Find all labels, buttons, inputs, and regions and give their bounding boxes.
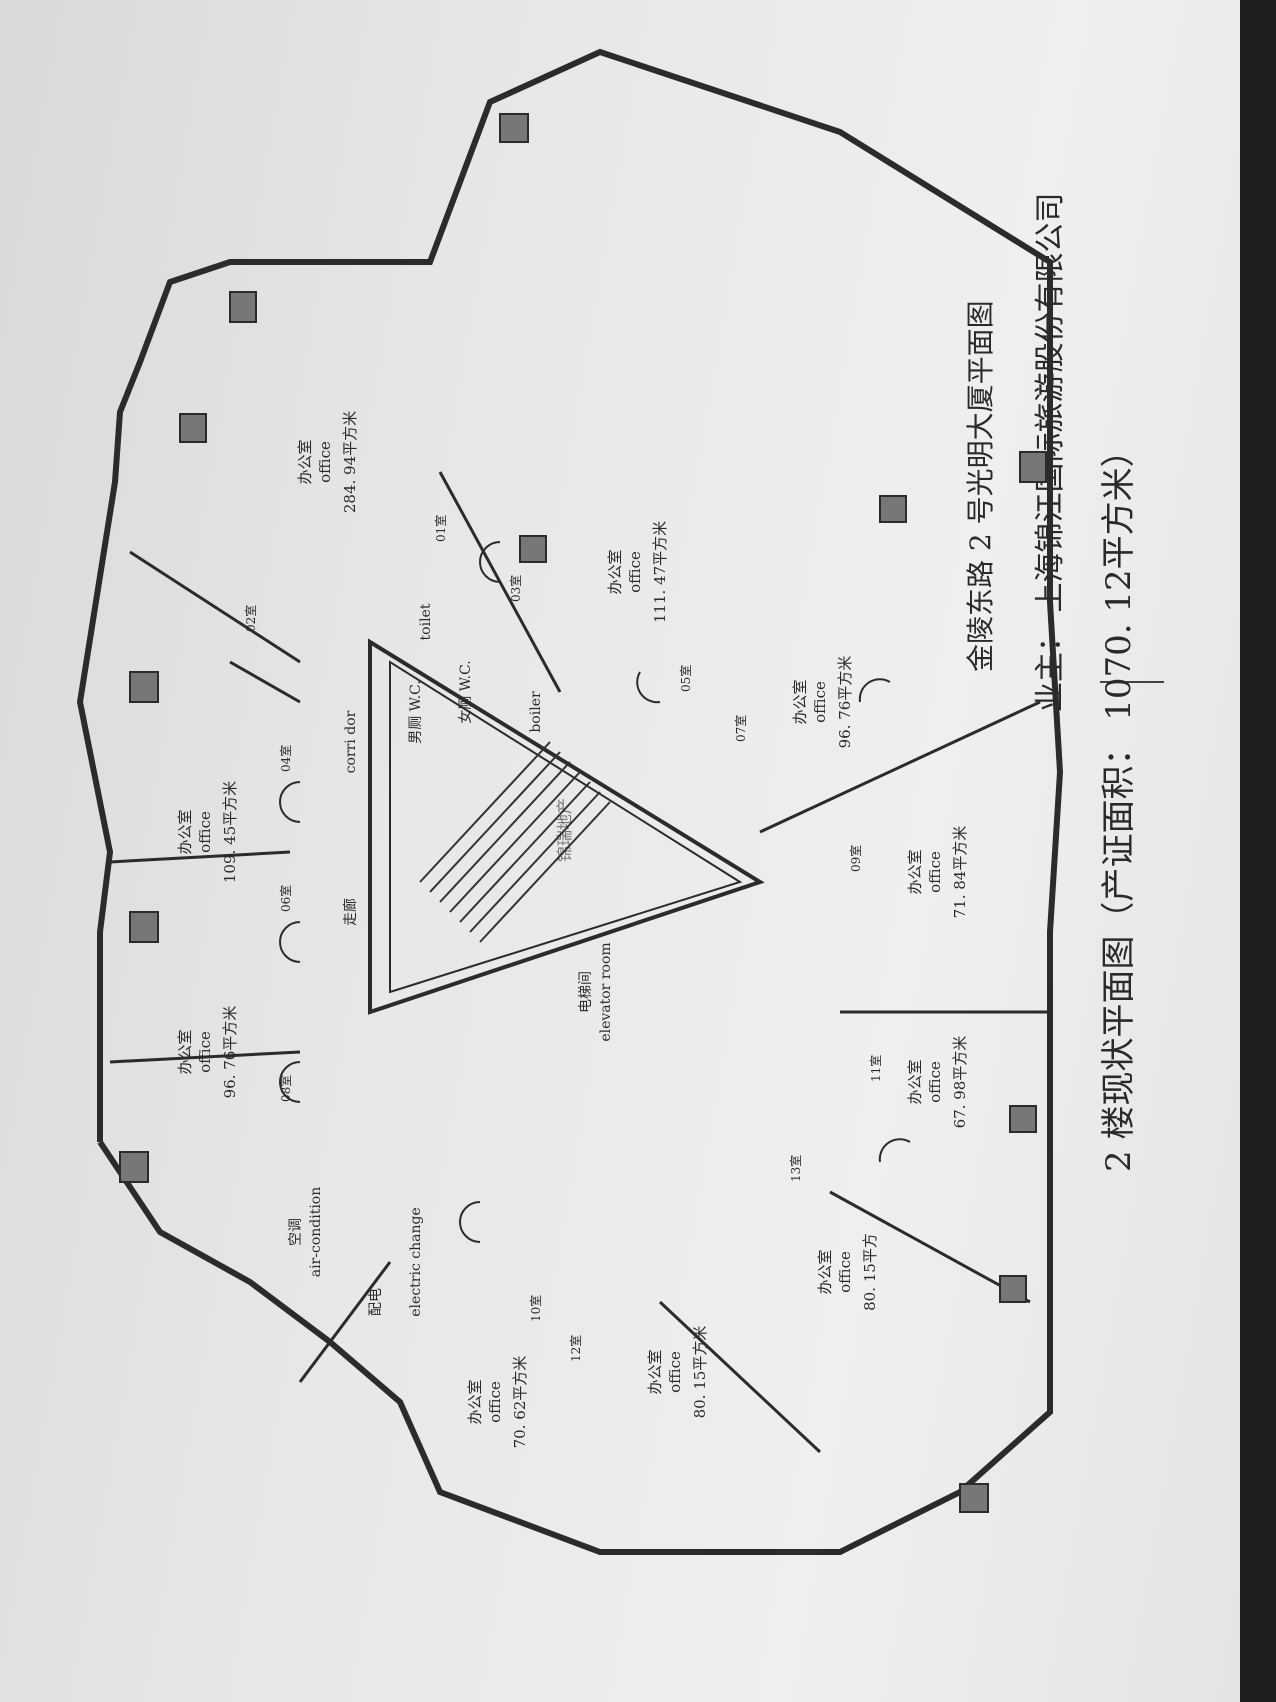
aircon-cn: 空调: [288, 1218, 304, 1246]
room-09-area: 71. 84平方米: [951, 826, 969, 919]
room-06-area: 109. 45平方米: [221, 781, 239, 883]
core-block: [368, 638, 765, 1015]
room-12-cn: 办公室: [646, 1349, 664, 1394]
room-13-en: office: [836, 1251, 854, 1293]
room-no-11: 11室: [868, 1055, 883, 1082]
building-outline: [76, 48, 1064, 1555]
room-big-area: 284. 94平方米: [341, 411, 359, 513]
room-no-03: 03室: [508, 575, 523, 602]
room-no-06: 06室: [278, 885, 293, 912]
room-no-09: 09室: [848, 845, 863, 872]
room-12-area: 80. 15平方米: [691, 1326, 709, 1419]
room-labels: 办公室 office 284. 94平方米 办公室 office 111. 47…: [176, 411, 969, 1448]
room-no-08: 08室: [278, 1075, 293, 1102]
door-swings: [279, 541, 911, 1243]
room-no-05: 05室: [678, 665, 693, 692]
room-03-area: 111. 47平方米: [651, 521, 669, 623]
toilet-label: toilet: [418, 603, 434, 640]
room-dividers: [109, 471, 1050, 1454]
room-no-10: 10室: [528, 1295, 543, 1322]
elec-en: electric change: [408, 1207, 424, 1316]
room-08-area: 96. 76平方米: [221, 1006, 239, 1099]
elec-cn: 配电: [368, 1288, 384, 1316]
wc-female: 女厕 W.C.: [457, 660, 474, 724]
room-12-en: office: [666, 1351, 684, 1393]
room-07-area: 96. 76平方米: [836, 656, 854, 749]
room-06-cn: 办公室: [176, 809, 194, 854]
room-03-cn: 办公室: [606, 549, 624, 594]
room-number-tags: 01室 02室 03室 04室 05室 06室 07室 08室 09室 10室 …: [243, 515, 883, 1362]
service-labels: 空调 air-condition 配电 electric change 电梯间 …: [288, 603, 614, 1317]
floor-caption: 2 楼现状平面图（产证面积： 1070. 12平方米）: [1099, 433, 1139, 1172]
structural-columns: [119, 113, 1047, 1513]
room-07-en: office: [811, 681, 829, 723]
wc-male: 男厕 W.C.: [408, 680, 424, 744]
room-11-area: 67. 98平方米: [951, 1036, 969, 1129]
room-08-cn: 办公室: [176, 1029, 194, 1074]
elevator-en: elevator room: [598, 942, 614, 1041]
room-no-02: 02室: [243, 605, 258, 632]
room-03-en: office: [626, 551, 644, 593]
room-06-en: office: [196, 811, 214, 853]
room-no-12: 12室: [568, 1335, 583, 1362]
paper-sheet: [0, 0, 1240, 1702]
room-11-en: office: [926, 1061, 944, 1103]
room-10-area: 70. 62平方米: [511, 1356, 529, 1449]
room-09-en: office: [926, 851, 944, 893]
room-11-cn: 办公室: [906, 1059, 924, 1104]
corridor-cn: 走廊: [342, 898, 359, 926]
elevator-cn: 电梯间: [578, 971, 594, 1013]
corridor-en: corri dor: [343, 710, 359, 773]
aircon-en: air-condition: [308, 1187, 324, 1278]
watermark-text: 锦瑞地产: [555, 798, 574, 862]
room-07-cn: 办公室: [791, 679, 809, 724]
room-no-07: 07室: [733, 715, 748, 742]
room-10-cn: 办公室: [466, 1379, 484, 1424]
room-no-04: 04室: [278, 745, 293, 772]
stair-hatching: [419, 741, 611, 943]
room-big-en: office: [316, 441, 334, 483]
room-no-13: 13室: [788, 1155, 803, 1182]
boiler-label: boiler: [528, 691, 544, 733]
address-title: 金陵东路 2 号光明大厦平面图: [964, 300, 997, 672]
room-13-area: 80. 15平方: [861, 1233, 879, 1311]
room-13-cn: 办公室: [816, 1249, 834, 1294]
room-big-cn: 办公室: [296, 439, 314, 484]
room-10-en: office: [486, 1381, 504, 1423]
room-08-en: office: [196, 1031, 214, 1073]
room-no-01: 01室: [433, 515, 448, 542]
room-09-cn: 办公室: [906, 849, 924, 894]
